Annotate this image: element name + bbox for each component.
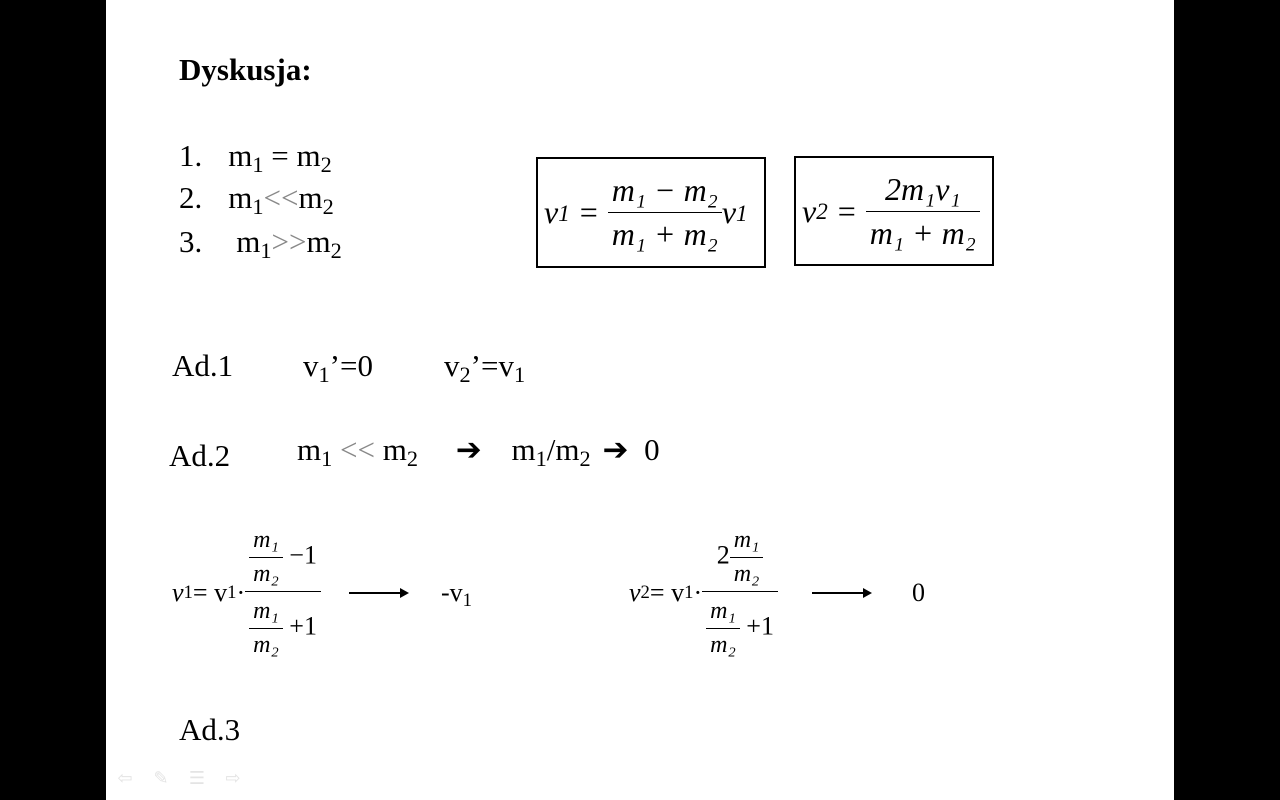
arrow-icon bbox=[348, 588, 409, 598]
arrow-icon bbox=[811, 587, 872, 598]
ad1-label: Ad.1 bbox=[172, 348, 234, 383]
arrow-right-icon: ➔ bbox=[455, 432, 482, 468]
ad1-eq2: v2’=v1 bbox=[444, 348, 526, 388]
previous-slide-icon[interactable]: ⇦ bbox=[117, 768, 133, 789]
arrow-right-icon: ➔ bbox=[602, 432, 629, 468]
ad2-condition: m1 << m2 ➔ m1/m2 ➔ 0 bbox=[297, 432, 660, 472]
slide-title: Dyskusja: bbox=[179, 52, 312, 87]
next-slide-icon[interactable]: ⇨ bbox=[225, 768, 241, 789]
case-item: 2.m1<<m2 bbox=[179, 180, 334, 220]
pen-icon[interactable]: ✎ bbox=[153, 768, 169, 789]
slideshow-controls: ⇦ ✎ ☰ ⇨ bbox=[114, 768, 244, 790]
menu-icon[interactable]: ☰ bbox=[188, 768, 206, 789]
ad3-label: Ad.3 bbox=[179, 712, 241, 747]
case-item: 1.m1 = m2 bbox=[179, 138, 332, 178]
ad2-label: Ad.2 bbox=[169, 438, 231, 473]
case-item: 3.m1>>m2 bbox=[179, 224, 342, 264]
ad1-eq1: v1’=0 bbox=[303, 348, 373, 388]
